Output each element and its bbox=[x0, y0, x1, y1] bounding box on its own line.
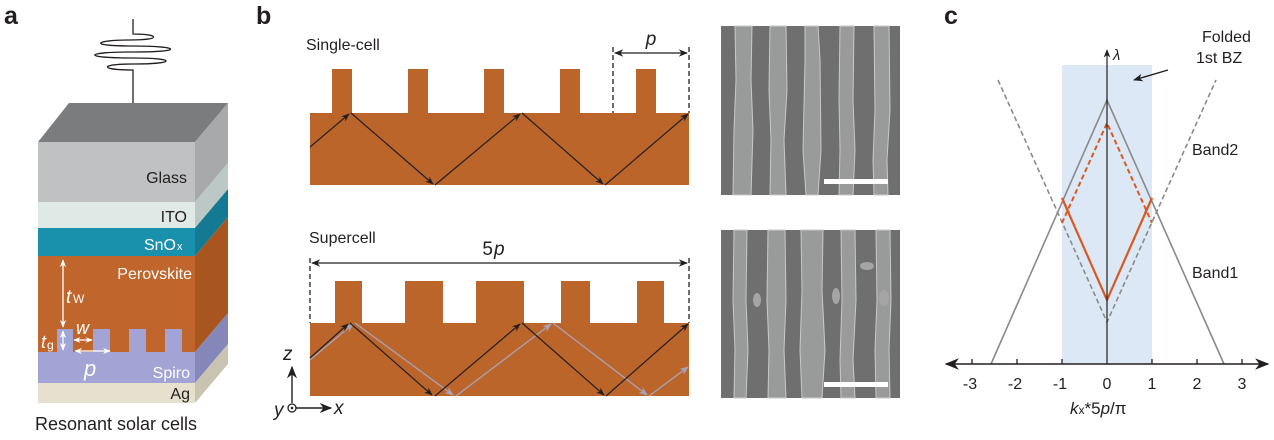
svg-text:1: 1 bbox=[1148, 376, 1157, 393]
single-cell-ray-path bbox=[309, 112, 689, 186]
supercell-title: Supercell bbox=[309, 230, 376, 247]
svg-text:-1: -1 bbox=[1053, 376, 1067, 393]
bz-annotation-line2: 1st BZ bbox=[1196, 50, 1242, 67]
svg-text:3: 3 bbox=[1238, 376, 1247, 393]
p-label: p bbox=[83, 356, 96, 381]
tw-label: t bbox=[66, 287, 72, 308]
lambda-axis-label: λ bbox=[1112, 47, 1120, 64]
ag-layer bbox=[38, 383, 195, 403]
svg-text:0: 0 bbox=[1103, 376, 1112, 393]
layer-label-ito: ITO bbox=[161, 209, 187, 226]
tg-label: t bbox=[41, 332, 47, 352]
scale-bar bbox=[824, 382, 888, 387]
axis-label-x: x bbox=[333, 398, 345, 419]
panel-c: c λ -3 -2 -1 0 1 2 3 bbox=[944, 2, 1270, 418]
snox-layer bbox=[38, 228, 195, 256]
sem-image-single-cell bbox=[721, 25, 900, 196]
single-cell-title: Single-cell bbox=[306, 37, 380, 54]
k-axis-tick-labels: -3 -2 -1 0 1 2 3 bbox=[963, 376, 1247, 393]
supercell-grating bbox=[310, 281, 689, 396]
supercell-period-num: 5 bbox=[482, 239, 493, 260]
layer-label-ag: Ag bbox=[170, 386, 190, 403]
glass-layer bbox=[38, 142, 195, 202]
panel-a: a Glass ITO SnO x Perovskite Spiro Ag t … bbox=[4, 2, 228, 434]
snox-side bbox=[195, 189, 228, 256]
supercell-period-var: p bbox=[493, 239, 505, 260]
ag-side bbox=[195, 344, 228, 403]
panel-b: b Single-cell p Supercell 5 p bbox=[256, 2, 900, 421]
k-axis-label: kx*5p/π bbox=[1070, 399, 1127, 418]
scale-bar bbox=[824, 179, 888, 184]
layer-label-snox-sub: x bbox=[177, 241, 183, 253]
bz-annotation-line1: Folded bbox=[1202, 29, 1251, 46]
band1-label: Band1 bbox=[1192, 265, 1238, 282]
k-axis-ticks bbox=[971, 359, 1243, 364]
perovskite-side bbox=[195, 217, 228, 352]
spiro-grating-layer bbox=[38, 329, 195, 383]
panel-label-a: a bbox=[4, 2, 19, 30]
ito-layer bbox=[38, 202, 195, 228]
supercell-ray-path-black bbox=[309, 322, 689, 397]
layer-label-glass: Glass bbox=[146, 170, 187, 187]
svg-text:-2: -2 bbox=[1008, 376, 1022, 393]
light-wave-icon bbox=[94, 19, 172, 125]
layer-label-perovskite: Perovskite bbox=[117, 266, 192, 283]
band2-label: Band2 bbox=[1192, 142, 1238, 159]
folded-band-upper-dashed bbox=[1061, 120, 1153, 224]
panel-a-caption: Resonant solar cells bbox=[35, 414, 197, 434]
stack-top-face bbox=[38, 103, 228, 142]
svg-text:-3: -3 bbox=[963, 376, 977, 393]
single-cell-grating bbox=[310, 69, 689, 185]
axis-label-y: y bbox=[272, 400, 285, 421]
tw-label-sub: W bbox=[73, 292, 85, 306]
period-label-p: p bbox=[645, 29, 657, 50]
panel-label-c: c bbox=[944, 2, 958, 30]
coordinate-axes: z x y bbox=[272, 344, 345, 421]
layer-label-spiro: Spiro bbox=[153, 365, 190, 382]
bz-annotation-arrow bbox=[1133, 69, 1169, 82]
tg-label-sub: g bbox=[47, 338, 54, 352]
spiro-side bbox=[195, 313, 228, 383]
layer-label-snox: SnO bbox=[144, 237, 176, 254]
svg-text:2: 2 bbox=[1193, 376, 1202, 393]
ito-side bbox=[195, 163, 228, 228]
w-label: w bbox=[76, 318, 90, 338]
axis-label-z: z bbox=[282, 344, 293, 365]
panel-label-b: b bbox=[256, 2, 271, 30]
glass-side bbox=[195, 103, 228, 202]
sem-image-supercell bbox=[721, 229, 900, 399]
